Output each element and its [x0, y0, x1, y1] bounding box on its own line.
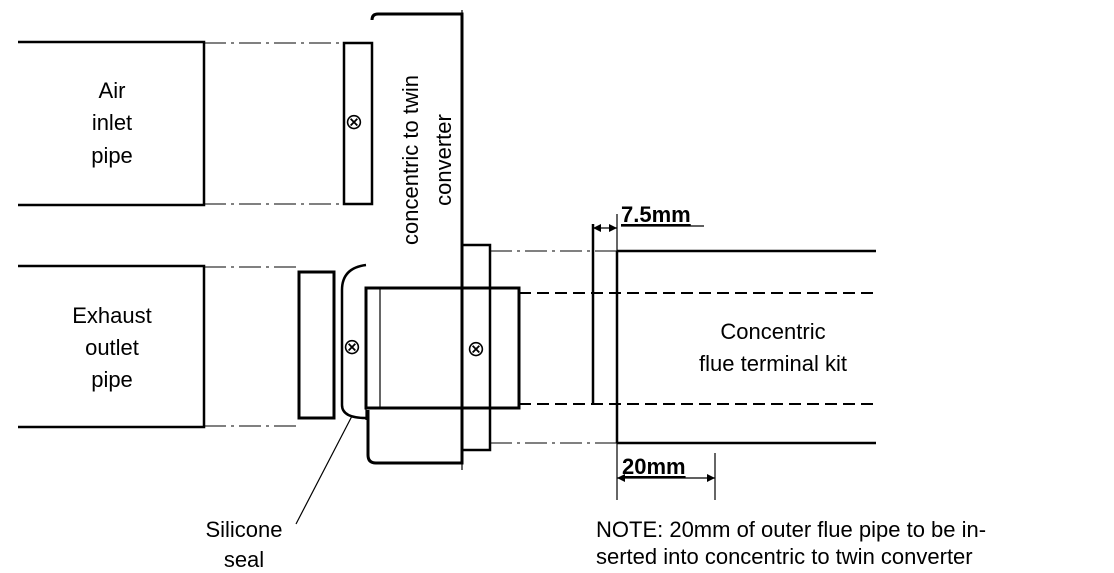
- exhaust-label-3: pipe: [91, 367, 133, 392]
- installation-note: NOTE: 20mm of outer flue pipe to be in- …: [596, 517, 986, 569]
- projection-lines: [204, 42, 617, 444]
- flue-kit-label-2: flue terminal kit: [699, 351, 847, 376]
- flue-flange: [460, 243, 492, 452]
- dimension-gap-label: 7.5mm: [621, 202, 691, 227]
- flue-terminal-kit: Concentric flue terminal kit: [519, 224, 876, 445]
- exhaust-outlet-pipe: Exhaust outlet pipe: [18, 264, 206, 429]
- converter-label-1: concentric to twin: [398, 75, 423, 245]
- exhaust-label-2: outlet: [85, 335, 139, 360]
- air-inlet-label-1: Air: [99, 78, 126, 103]
- dimension-gap: 7.5mm: [593, 202, 704, 251]
- note-line-2: serted into concentric to twin converter: [596, 544, 973, 569]
- flue-kit-label-1: Concentric: [720, 319, 825, 344]
- converter-label-2: converter: [431, 114, 456, 206]
- exhaust-label-1: Exhaust: [72, 303, 152, 328]
- dimension-insert: 20mm: [616, 443, 716, 500]
- silicone-label-1: Silicone: [205, 517, 282, 542]
- silicone-seal: Silicone seal: [205, 415, 353, 572]
- silicone-label-2: seal: [224, 547, 264, 572]
- air-inlet-label-2: inlet: [92, 110, 132, 135]
- air-inlet-collar: [342, 41, 374, 206]
- screw-icon-flue: ⊗: [467, 336, 485, 361]
- exhaust-connection: ⊗ ⊗: [297, 263, 521, 420]
- screw-icon-exhaust: ⊗: [343, 334, 361, 359]
- screw-icon: ⊗: [345, 109, 363, 134]
- air-inlet-pipe: Air inlet pipe: [18, 40, 206, 207]
- note-line-1: NOTE: 20mm of outer flue pipe to be in-: [596, 517, 986, 542]
- air-inlet-label-3: pipe: [91, 143, 133, 168]
- dimension-insert-label: 20mm: [622, 454, 686, 479]
